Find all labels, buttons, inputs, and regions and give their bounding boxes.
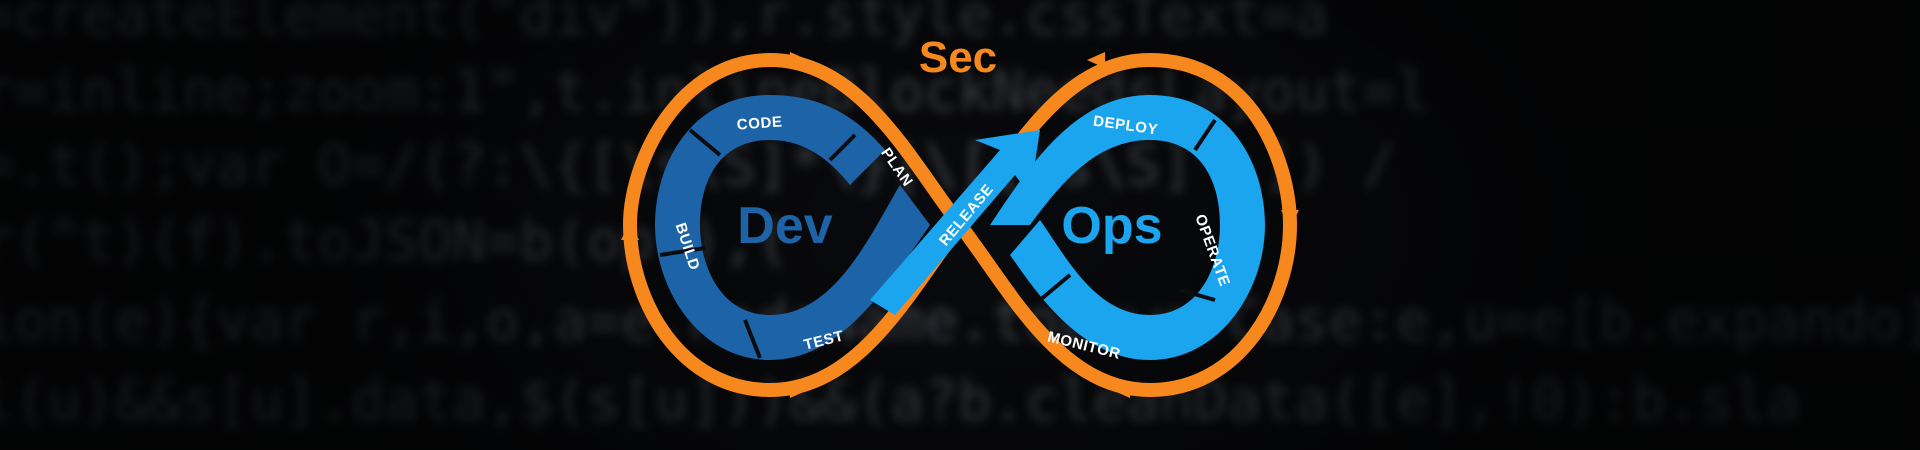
dev-ring xyxy=(655,95,930,360)
dev-title: Dev xyxy=(737,197,832,255)
sec-title: Sec xyxy=(919,33,997,82)
ops-title: Ops xyxy=(1061,197,1162,255)
stage-label-code: CODE xyxy=(736,113,783,133)
ops-ring xyxy=(990,95,1265,360)
orange-arrowheads xyxy=(621,52,1299,398)
release-arrow xyxy=(870,130,1040,315)
